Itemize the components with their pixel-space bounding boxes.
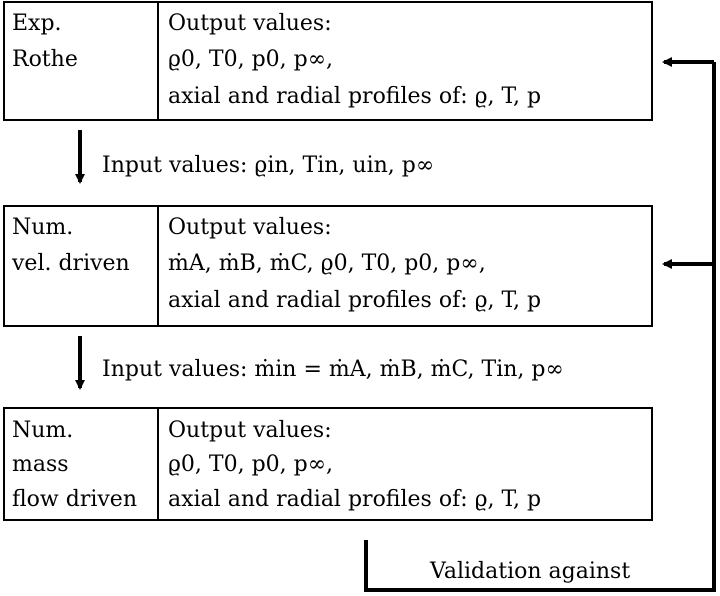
block-num-vel-driven: Num. vel. driven Output values: ṁA, ṁB, … bbox=[3, 205, 653, 327]
output-header: Output values: bbox=[168, 11, 332, 36]
block-num-mass-flow-driven: Num. mass flow driven Output values: ϱ0,… bbox=[3, 407, 653, 521]
validation-label: Validation against bbox=[429, 559, 630, 584]
block-label: Exp. bbox=[12, 11, 62, 36]
output-header: Output values: bbox=[168, 215, 332, 240]
validation-loop: Validation against bbox=[364, 57, 716, 592]
output-values: ϱ0, T0, p0, p∞, bbox=[168, 452, 333, 477]
block-label: vel. driven bbox=[11, 251, 130, 276]
block-label: Rothe bbox=[12, 47, 78, 72]
block-label: flow driven bbox=[12, 487, 137, 512]
output-profiles: axial and radial profiles of: ϱ, T, p bbox=[168, 84, 541, 109]
output-profiles: axial and radial profiles of: ϱ, T, p bbox=[168, 288, 541, 313]
validation-line bbox=[364, 62, 716, 592]
input-values-2: Input values: ṁin = ṁA, ṁB, ṁC, Tin, p∞ bbox=[102, 357, 564, 382]
output-header: Output values: bbox=[168, 418, 332, 443]
block-label: Num. bbox=[12, 215, 73, 240]
output-values: ṁA, ṁB, ṁC, ϱ0, T0, p0, p∞, bbox=[168, 251, 486, 276]
output-profiles: axial and radial profiles of: ϱ, T, p bbox=[168, 487, 541, 512]
input-values-1: Input values: ϱin, Tin, uin, p∞ bbox=[102, 153, 434, 178]
output-values: ϱ0, T0, p0, p∞, bbox=[168, 47, 333, 72]
block-exp-rothe: Exp. Rothe Output values: ϱ0, T0, p0, p∞… bbox=[3, 1, 653, 121]
block-label: Num. bbox=[12, 418, 73, 443]
block-label: mass bbox=[12, 452, 69, 477]
